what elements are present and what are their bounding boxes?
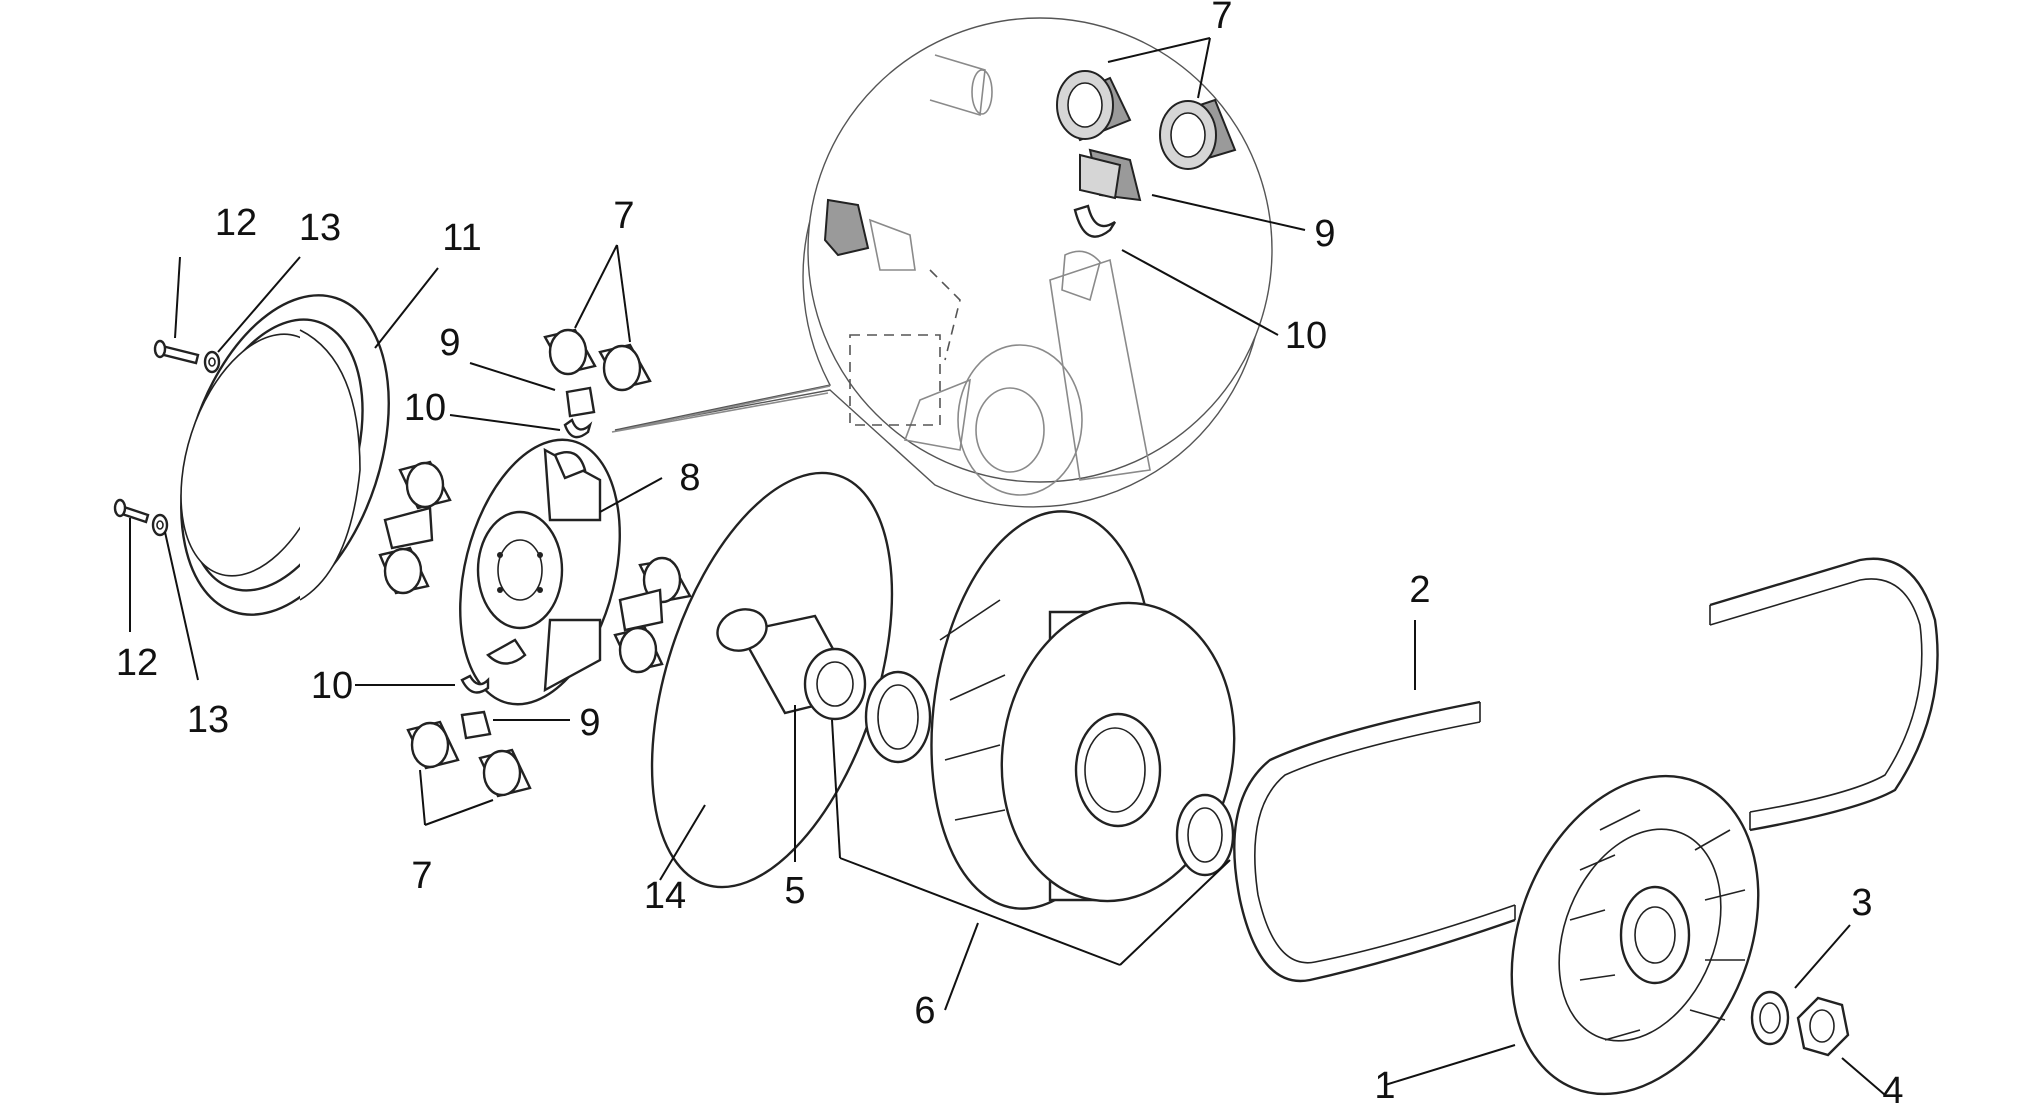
label-part-7-top: 7 bbox=[613, 195, 634, 237]
slider-left-1 bbox=[383, 506, 434, 550]
roller-left-2 bbox=[378, 546, 430, 595]
label-part-14: 14 bbox=[644, 875, 686, 917]
label-part-5: 5 bbox=[784, 870, 805, 912]
part-number-labels: 7 9 10 12 13 11 7 9 10 8 12 13 10 9 7 14… bbox=[116, 0, 1904, 1112]
label-part-9-detail: 9 bbox=[1314, 213, 1335, 255]
detail-slider bbox=[1079, 148, 1142, 202]
detail-roller-b bbox=[1159, 98, 1237, 170]
roller-right-2 bbox=[613, 626, 664, 674]
roller-bottom-1 bbox=[406, 720, 460, 770]
roller-top-1 bbox=[543, 328, 597, 376]
washer-13-bottom bbox=[151, 513, 169, 537]
roller-bottom-2 bbox=[478, 748, 532, 798]
label-part-10-bottom: 10 bbox=[311, 665, 353, 707]
washer-6b bbox=[1175, 793, 1235, 877]
label-part-12-top: 12 bbox=[215, 202, 257, 244]
leader-lines bbox=[129, 37, 1886, 1096]
slider-right-1 bbox=[618, 588, 664, 632]
slider-bottom bbox=[460, 710, 492, 740]
detail-slider-ghost bbox=[823, 198, 916, 271]
drive-half-6 bbox=[930, 510, 1236, 910]
detail-roller-a bbox=[1056, 70, 1132, 142]
label-part-4: 4 bbox=[1882, 1070, 1903, 1112]
clip-top bbox=[563, 418, 593, 439]
label-part-3: 3 bbox=[1851, 882, 1872, 924]
detail-variator-ghost bbox=[849, 250, 1151, 496]
fan-pulley-1 bbox=[1510, 774, 1760, 1096]
roller-top-2 bbox=[598, 343, 652, 392]
detail-callout bbox=[611, 17, 1273, 508]
label-part-9-left: 9 bbox=[439, 322, 460, 364]
bushing-5 bbox=[716, 608, 867, 721]
cover-plate-11 bbox=[180, 294, 390, 616]
ramp-plate-8 bbox=[459, 438, 621, 706]
label-part-12-bottom: 12 bbox=[116, 642, 158, 684]
washer-6a bbox=[864, 670, 932, 764]
label-part-6: 6 bbox=[914, 990, 935, 1032]
detail-roller-ghost bbox=[929, 54, 993, 117]
nut-4 bbox=[1796, 996, 1850, 1057]
label-part-10-left: 10 bbox=[404, 387, 446, 429]
label-part-1: 1 bbox=[1374, 1065, 1395, 1107]
washer-3 bbox=[1750, 990, 1790, 1046]
washer-13-top bbox=[203, 350, 221, 374]
label-part-11: 11 bbox=[442, 217, 481, 259]
label-part-8: 8 bbox=[679, 457, 700, 499]
label-part-13-bottom: 13 bbox=[187, 699, 229, 741]
roller-left-1 bbox=[398, 460, 452, 510]
clip-bottom bbox=[460, 674, 490, 694]
drive-belt-2 bbox=[1233, 557, 1939, 983]
detail-clip bbox=[1073, 204, 1117, 238]
roller-right-1 bbox=[638, 556, 692, 604]
label-part-13-top: 13 bbox=[299, 207, 341, 249]
label-part-7-bottom: 7 bbox=[411, 855, 432, 897]
label-part-10-detail: 10 bbox=[1285, 315, 1327, 357]
label-part-7-detail: 7 bbox=[1211, 0, 1232, 37]
screw-12-top bbox=[153, 339, 200, 365]
label-part-9-bottom: 9 bbox=[579, 702, 600, 744]
label-part-2: 2 bbox=[1409, 569, 1430, 611]
screw-12-bottom bbox=[113, 498, 150, 524]
slider-top bbox=[565, 386, 596, 418]
